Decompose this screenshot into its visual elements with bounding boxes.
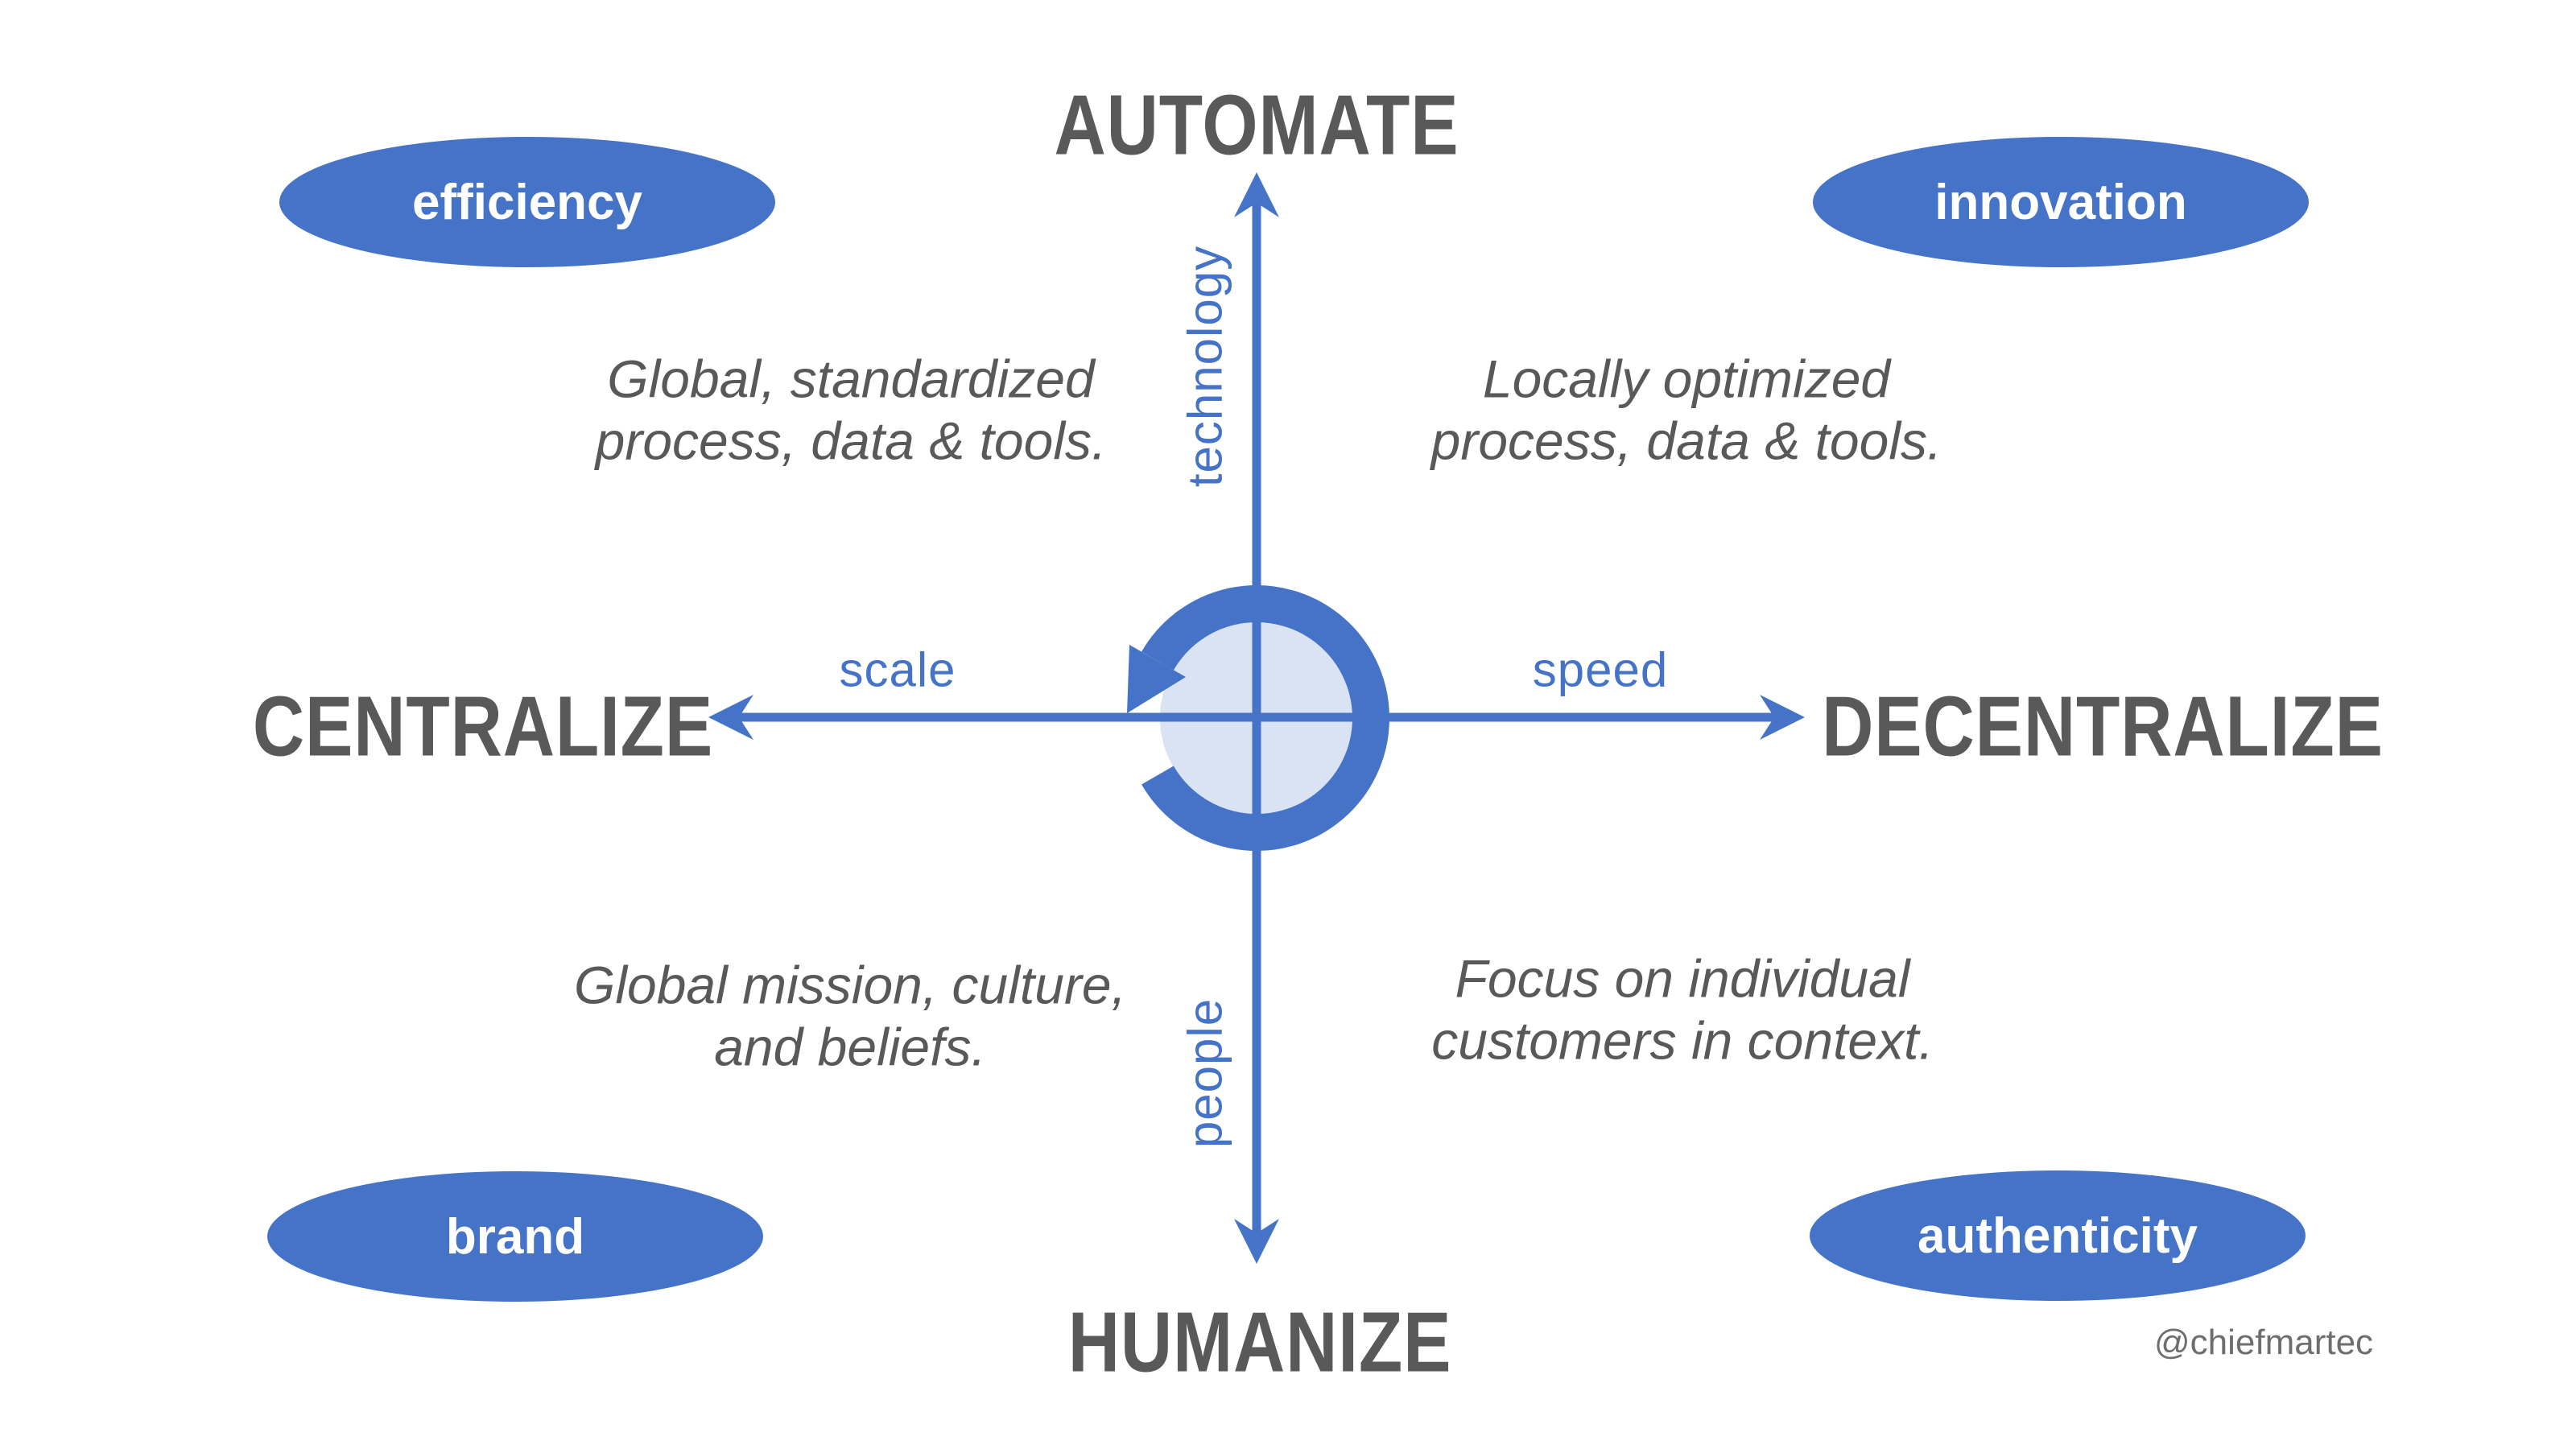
arrowhead-right-icon — [1760, 695, 1805, 740]
cycle-arrow-icon — [1127, 585, 1389, 851]
axis-label-speed: speed — [1532, 642, 1669, 697]
badge-brand: brand — [267, 1171, 763, 1302]
note-line: Global mission, culture, — [574, 955, 1126, 1015]
note-line: customers in context. — [1431, 1010, 1934, 1070]
note-line: process, data & tools. — [595, 411, 1107, 470]
cycle-arrow-arc — [1141, 585, 1389, 851]
badge-label: innovation — [1934, 174, 2187, 230]
note-bottom-right: Focus on individual customers in context… — [1431, 947, 1934, 1071]
badge-innovation: innovation — [1813, 137, 2309, 267]
pole-label-decentralize: DECENTRALIZE — [1822, 679, 2384, 774]
horizontal-axis — [708, 695, 1805, 740]
note-top-right: Locally optimized process, data & tools. — [1431, 348, 1942, 471]
note-line: process, data & tools. — [1430, 411, 1942, 470]
pole-label-humanize: HUMANIZE — [1067, 1294, 1452, 1390]
arrowhead-up-icon — [1234, 172, 1279, 217]
cycle-arrowhead-icon — [1127, 645, 1186, 713]
badge-label: authenticity — [1918, 1208, 2198, 1264]
badge-label: brand — [445, 1208, 585, 1265]
pole-label-centralize: CENTRALIZE — [252, 679, 714, 774]
badge-efficiency: efficiency — [279, 137, 775, 267]
note-top-left: Global, standardized process, data & too… — [596, 348, 1107, 471]
axis-label-technology: technology — [1178, 245, 1232, 488]
badge-authenticity: authenticity — [1810, 1170, 2306, 1301]
note-line: and beliefs. — [714, 1017, 986, 1076]
axis-label-people: people — [1178, 997, 1232, 1149]
note-line: Locally optimized — [1482, 349, 1891, 409]
note-line: Global, standardized — [607, 349, 1095, 409]
note-line: Focus on individual — [1455, 948, 1910, 1009]
arrowhead-left-icon — [708, 695, 753, 740]
credit-handle: @chiefmartec — [2153, 1323, 2374, 1362]
pole-label-automate: AUTOMATE — [1054, 77, 1459, 173]
axis-label-scale: scale — [839, 642, 956, 697]
note-bottom-left: Global mission, culture, and beliefs. — [574, 954, 1126, 1077]
badge-label: efficiency — [411, 174, 643, 230]
arrowhead-down-icon — [1234, 1219, 1279, 1264]
